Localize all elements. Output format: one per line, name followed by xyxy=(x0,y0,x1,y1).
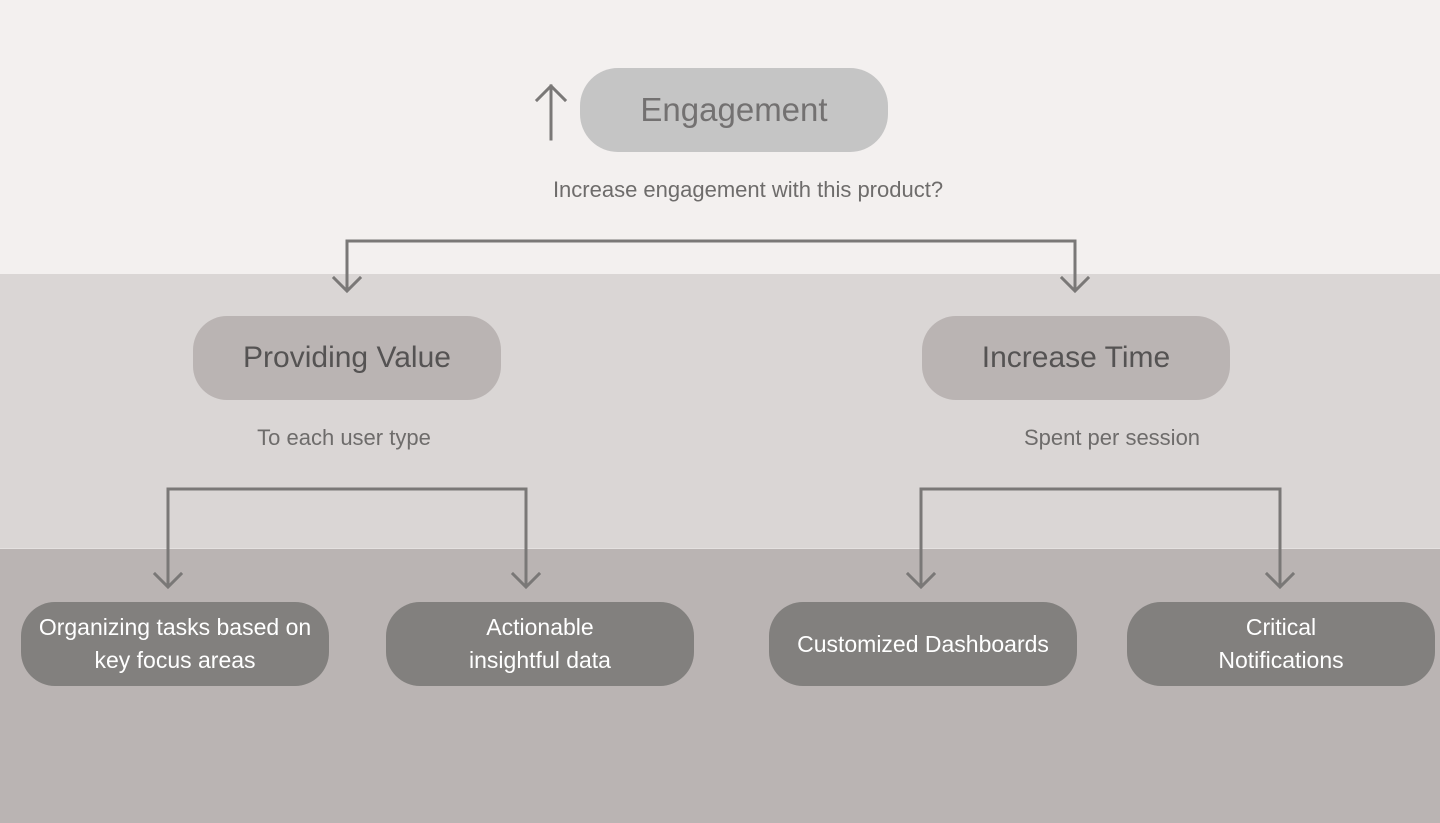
branch-node-providing-value: Providing Value xyxy=(193,316,501,400)
root-node-engagement: Engagement xyxy=(580,68,888,152)
root-subtitle: Increase engagement with this product? xyxy=(552,177,944,202)
leaf-node-label: Customized Dashboards xyxy=(797,630,1049,657)
leaf-node-critical-notifications: Critical Notifications xyxy=(1127,602,1435,686)
leaf-node-label: Critical Notifications xyxy=(1218,614,1344,673)
leaf-node-label: Organizing tasks based on key focus area… xyxy=(38,614,312,673)
root-connector xyxy=(331,239,1091,294)
branch-node-increase-time: Increase Time xyxy=(922,316,1230,400)
leaf-node-organizing-tasks: Organizing tasks based on key focus area… xyxy=(21,602,329,686)
arrow-up-icon xyxy=(534,83,568,141)
leaf-node-customized-dashboards: Customized Dashboards xyxy=(769,602,1077,686)
leaf-node-label: Actionable insightful data xyxy=(469,614,611,673)
branch-1-connector xyxy=(152,487,542,590)
root-node-label: Engagement xyxy=(640,91,828,128)
branch-2-connector xyxy=(905,487,1296,590)
branch-node-label: Increase Time xyxy=(981,341,1171,374)
leaf-node-actionable-data: Actionable insightful data xyxy=(386,602,694,686)
branch-subtitle-increase-time: Spent per session xyxy=(1023,425,1201,450)
branch-node-label: Providing Value xyxy=(243,341,451,374)
branch-subtitle-providing-value: To each user type xyxy=(257,425,431,450)
